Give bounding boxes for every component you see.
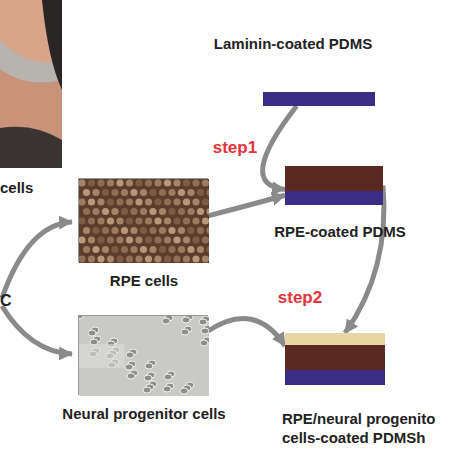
photo-panel: cells xyxy=(0,0,62,168)
node-label: RPE-coated PDMS xyxy=(270,222,410,241)
cell-image xyxy=(79,316,209,396)
step-label: step2 xyxy=(278,288,322,308)
process-arrow xyxy=(208,195,285,216)
source-arrow xyxy=(2,222,72,298)
micrograph-box: RPE cells xyxy=(78,178,208,262)
layer-band xyxy=(285,333,385,345)
layer-band xyxy=(285,191,383,205)
node-label: cells xyxy=(0,178,60,197)
node-label: RPE/neural progenito cells-coated PDMSh xyxy=(282,409,452,447)
process-arrow xyxy=(345,186,384,334)
micrograph-box: Neural progenitor cells xyxy=(78,315,208,395)
cropped-label: C xyxy=(0,291,12,310)
cell-image xyxy=(79,179,209,263)
cell-image xyxy=(0,0,62,168)
process-arrow xyxy=(208,319,285,346)
layer-stack: RPE-coated PDMS xyxy=(285,166,383,205)
node-label: Laminin-coated PDMS xyxy=(203,34,383,53)
step-label: step1 xyxy=(213,138,257,158)
layer-band xyxy=(285,370,385,385)
node-label: RPE cells xyxy=(59,271,229,290)
layer-band xyxy=(285,345,385,370)
substrate-bar: Laminin-coated PDMS xyxy=(263,92,375,106)
layer-band xyxy=(285,166,383,191)
source-arrow xyxy=(2,306,72,354)
layer-stack: RPE/neural progenito cells-coated PDMSh xyxy=(285,333,385,385)
node-label: Neural progenitor cells xyxy=(54,404,234,423)
